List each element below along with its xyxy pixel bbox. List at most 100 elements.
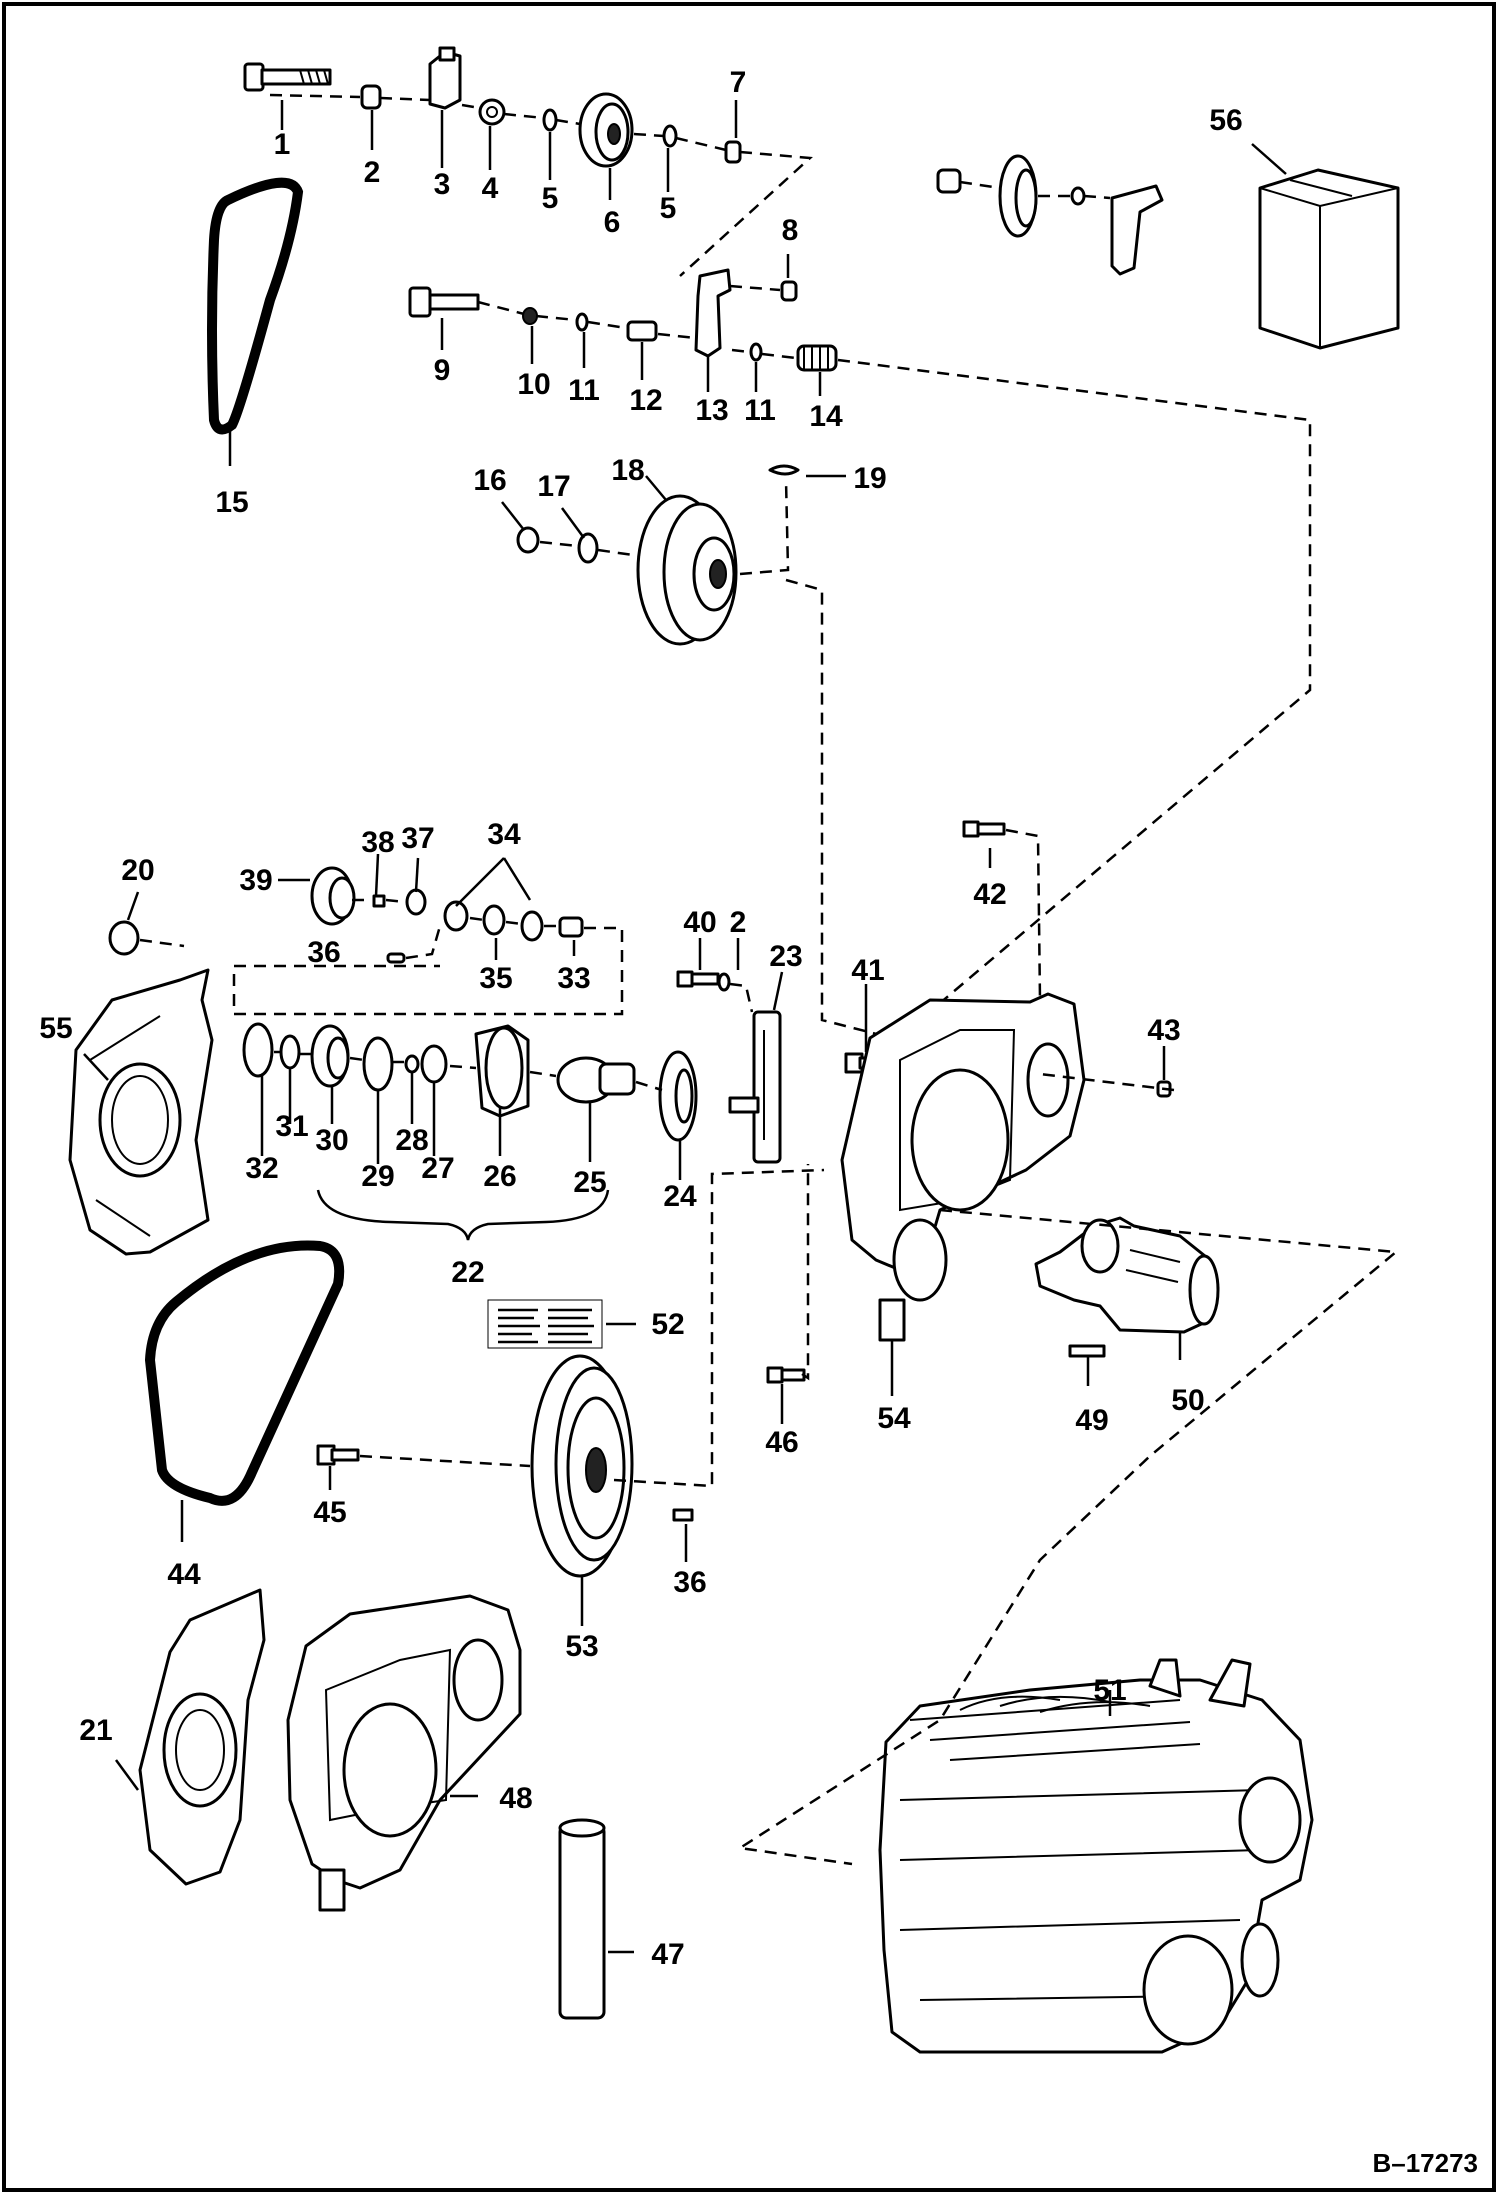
- assembly-line-flywheel: [613, 1164, 825, 1488]
- callout-labels: 1 2 3 4 5 6 5 7 8 9 10 11 12 13 11 14 15…: [39, 66, 1242, 1971]
- callout-24: 24: [663, 1180, 697, 1213]
- part-7-nut: [724, 140, 742, 164]
- callout-50: 50: [1171, 1384, 1204, 1417]
- callout-14: 14: [809, 400, 843, 433]
- callout-19: 19: [853, 462, 886, 495]
- callout-9: 9: [434, 354, 451, 387]
- callout-11b: 11: [744, 394, 776, 427]
- callout-49: 49: [1075, 1404, 1108, 1437]
- callout-7: 7: [730, 66, 747, 99]
- crank-pulley-group: [516, 464, 901, 1042]
- callout-33: 33: [557, 962, 590, 995]
- part-6-idler-pulley: [578, 92, 634, 168]
- callout-36a: 36: [307, 936, 340, 969]
- callout-25: 25: [573, 1166, 606, 1199]
- callout-36b: 36: [673, 1566, 706, 1599]
- callout-11a: 11: [568, 374, 600, 407]
- spare-idler-group: [936, 154, 1164, 276]
- part-54-gear-case: [840, 992, 1086, 1342]
- callout-26: 26: [483, 1160, 516, 1193]
- part-40-bolt: [676, 970, 754, 1013]
- assembly-line-tensioner: [477, 284, 1312, 1021]
- front-seal-stack: [242, 1022, 698, 1241]
- seal-kit-34: [232, 866, 624, 1016]
- callout-34: 34: [487, 818, 521, 851]
- callout-28: 28: [395, 1124, 428, 1157]
- part-50-starter: [1034, 1216, 1220, 1334]
- tensioner-assembly: [408, 268, 1312, 1021]
- part-10-washer: [522, 307, 538, 325]
- callout-39: 39: [239, 864, 272, 897]
- assembly-line-engine: [736, 1208, 1400, 1866]
- callout-51: 51: [1093, 1674, 1126, 1707]
- callout-38: 38: [361, 826, 394, 859]
- callout-13: 13: [695, 394, 728, 427]
- callout-21: 21: [79, 1714, 112, 1747]
- part-19-key: [768, 464, 800, 476]
- part-26-bearing-housing: [474, 1024, 530, 1118]
- part-42-bolt: [962, 820, 1042, 1001]
- part-47-sleeve: [558, 1818, 606, 2020]
- part-21-rear-plate: [138, 1588, 266, 1886]
- part-24-flange: [658, 1050, 698, 1142]
- part-56-kit-box: [1258, 168, 1400, 350]
- callout-55: 55: [39, 1012, 72, 1045]
- part-55-cover-plate: [68, 968, 214, 1256]
- part-11-washer: [575, 312, 589, 332]
- callout-56: 56: [1209, 104, 1242, 137]
- figure-code: B–17273: [1372, 2148, 1478, 2178]
- callout-4: 4: [482, 172, 499, 205]
- callout-5a: 5: [542, 182, 559, 215]
- callout-44: 44: [167, 1558, 201, 1591]
- callout-52: 52: [651, 1308, 684, 1341]
- callout-54: 54: [877, 1402, 911, 1435]
- part-48-gear-case: [286, 1594, 522, 1912]
- callout-46: 46: [765, 1426, 798, 1459]
- callout-12: 12: [629, 384, 662, 417]
- part-5-washer-b: [662, 124, 678, 148]
- callout-30: 30: [315, 1124, 348, 1157]
- callout-48: 48: [499, 1782, 532, 1815]
- part-1-bolt: [243, 62, 332, 92]
- callout-8: 8: [782, 214, 799, 247]
- callout-27: 27: [421, 1152, 454, 1185]
- part-18-crank-pulley: [636, 494, 738, 646]
- callout-23: 23: [769, 940, 802, 973]
- callout-47: 47: [651, 1938, 684, 1971]
- part-23-plate: [728, 1010, 782, 1164]
- part-15-belt: [207, 177, 304, 435]
- part-49-bolt: [1068, 1344, 1106, 1358]
- part-52-decal: [487, 1299, 603, 1349]
- part-13-tension-arm: [694, 268, 732, 358]
- callout-6: 6: [604, 206, 621, 239]
- part-44-timing-belt: [144, 1240, 345, 1506]
- assembly-line-nut: [1039, 1072, 1175, 1092]
- callout-2b: 2: [730, 906, 747, 939]
- part-51-engine: [878, 1658, 1314, 2054]
- part-14-spring: [796, 344, 838, 372]
- part-8-nut: [780, 280, 798, 302]
- callout-32: 32: [245, 1152, 278, 1185]
- callout-1: 1: [274, 128, 291, 161]
- part-16-nut: [516, 526, 540, 554]
- callout-37: 37: [401, 822, 434, 855]
- part-53-flywheel: [530, 1354, 634, 1578]
- part-9-bolt: [408, 286, 480, 318]
- callout-45: 45: [313, 1496, 346, 1529]
- assembly-line-crank: [539, 479, 901, 1042]
- brace-group-22: [316, 1189, 610, 1241]
- part-12-sleeve: [626, 320, 658, 342]
- part-46-bolt: [766, 1366, 806, 1384]
- callout-20: 20: [121, 854, 154, 887]
- callout-18: 18: [611, 454, 644, 487]
- part-11b-washer: [749, 342, 763, 362]
- callout-22: 22: [451, 1256, 484, 1289]
- callout-10: 10: [517, 368, 550, 401]
- leader-lines: [83, 100, 1287, 1954]
- callout-35: 35: [479, 962, 512, 995]
- callout-31: 31: [275, 1110, 308, 1143]
- callout-42: 42: [973, 878, 1006, 911]
- snap-ring-20: [108, 920, 185, 956]
- part-4-spacer: [478, 98, 506, 126]
